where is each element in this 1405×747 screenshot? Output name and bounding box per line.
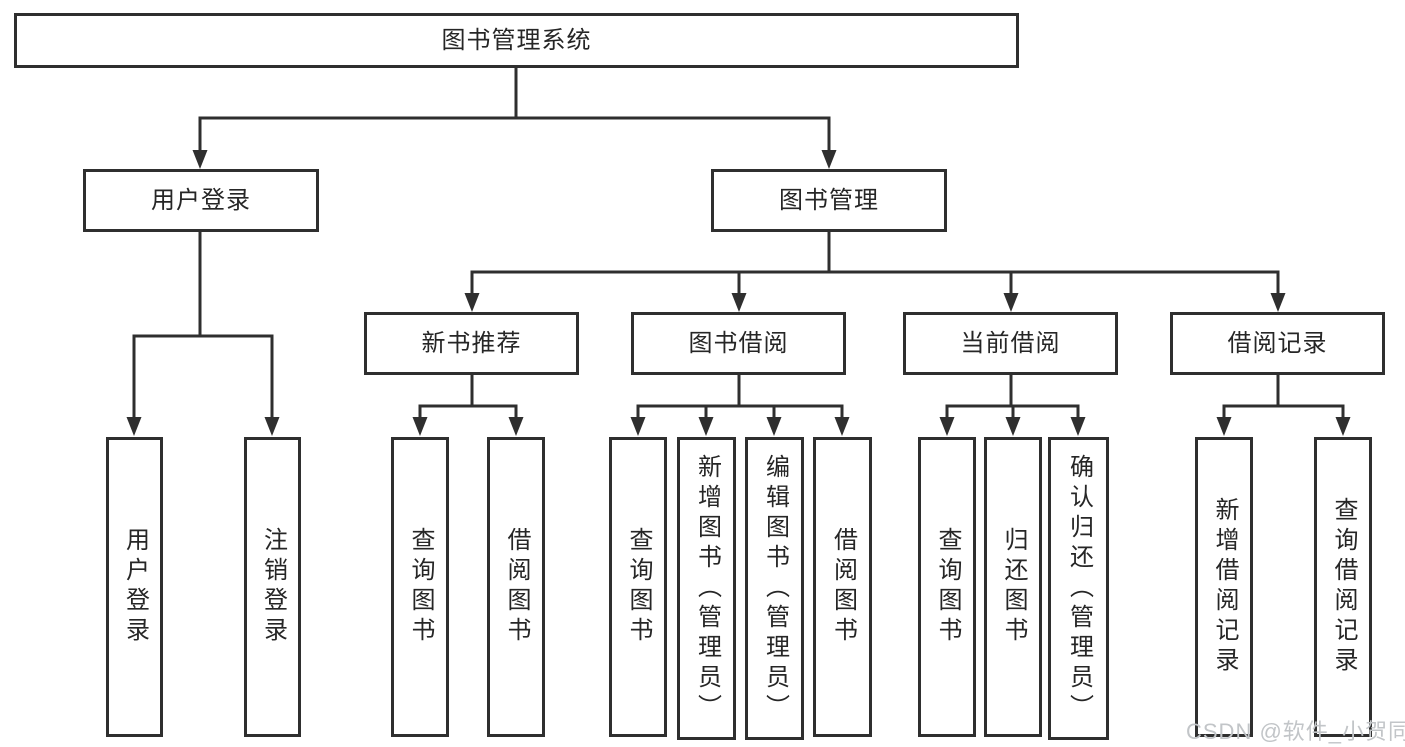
leaf-logout: 注销登录 <box>244 437 301 737</box>
node-library-system: 图书管理系统 <box>14 13 1019 68</box>
node-new-book-recommendation: 新书推荐 <box>364 312 579 375</box>
arrow-down-icon <box>192 150 208 169</box>
leaf-return-book: 归还图书 <box>984 437 1042 737</box>
node-borrowing-records: 借阅记录 <box>1170 312 1385 375</box>
arrow-down-icon <box>1070 417 1086 436</box>
arrow-down-icon <box>1216 417 1232 436</box>
arrow-down-icon <box>766 417 782 436</box>
leaf-edit-book-admin: 编辑图书（管理员） <box>745 437 804 740</box>
arrow-down-icon <box>412 417 428 436</box>
node-book-management: 图书管理 <box>711 169 947 232</box>
arrow-down-icon <box>821 150 837 169</box>
arrow-down-icon <box>464 293 480 312</box>
node-user-login: 用户登录 <box>83 169 319 232</box>
arrow-down-icon <box>834 417 850 436</box>
node-current-borrowing: 当前借阅 <box>903 312 1118 375</box>
leaf-query-borrow-record: 查询借阅记录 <box>1314 437 1372 737</box>
leaf-borrow-books-recommend: 借阅图书 <box>487 437 545 737</box>
arrow-down-icon <box>698 417 714 436</box>
leaf-user-login: 用户登录 <box>106 437 163 737</box>
node-book-borrowing: 图书借阅 <box>631 312 846 375</box>
arrow-down-icon <box>264 417 280 436</box>
leaf-add-borrow-record: 新增借阅记录 <box>1195 437 1253 737</box>
arrow-down-icon <box>1003 293 1019 312</box>
arrow-down-icon <box>1005 417 1021 436</box>
leaf-query-books-recommend: 查询图书 <box>391 437 449 737</box>
leaf-confirm-return-admin: 确认归还（管理员） <box>1048 437 1109 740</box>
arrow-down-icon <box>731 293 747 312</box>
leaf-borrow-books-borrowing: 借阅图书 <box>813 437 872 737</box>
arrow-down-icon <box>1270 293 1286 312</box>
leaf-query-books-borrowing: 查询图书 <box>609 437 667 737</box>
arrow-down-icon <box>630 417 646 436</box>
arrow-down-icon <box>939 417 955 436</box>
arrow-down-icon <box>508 417 524 436</box>
arrow-down-icon <box>1335 417 1351 436</box>
watermark: CSDN @软件_小贺同学 <box>1186 719 1405 744</box>
arrow-down-icon <box>126 417 142 436</box>
leaf-query-books-current: 查询图书 <box>918 437 976 737</box>
leaf-add-book-admin: 新增图书（管理员） <box>677 437 736 740</box>
